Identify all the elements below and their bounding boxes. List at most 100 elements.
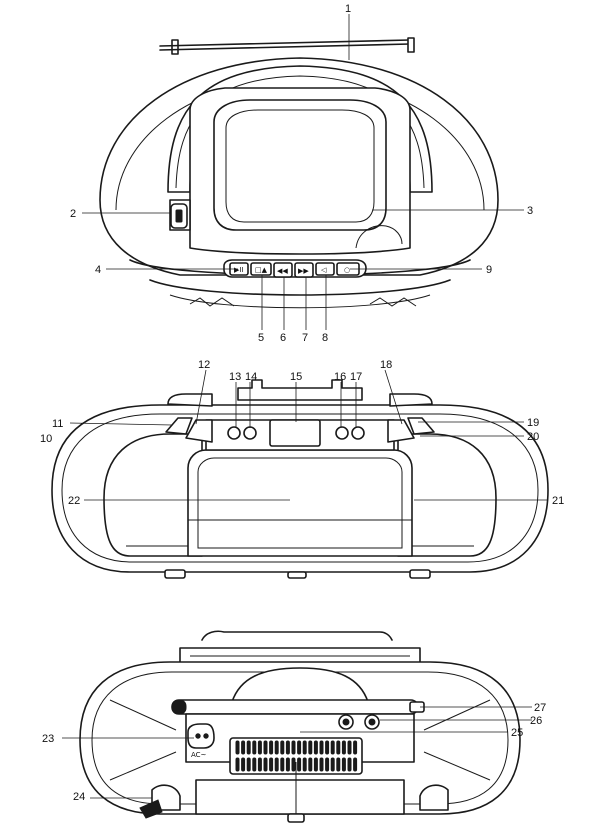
vent-slot [269,740,274,755]
vent-slot [308,757,313,772]
callout-13: 13 [229,371,241,383]
callout-17: 17 [350,371,362,383]
vent-slot [246,757,251,772]
vent-slot [252,757,257,772]
rear-jack-left[interactable] [338,714,354,730]
svg-text:◁: ◁ [321,266,327,274]
vent-slot [280,740,285,755]
ac-label: AC~ [191,751,207,759]
svg-text:□▲: □▲ [255,266,268,274]
vent-slot [263,757,268,772]
vent-slot [235,740,240,755]
vent-slot [330,740,335,755]
cassette-door[interactable] [187,449,413,557]
front-round-button-17[interactable] [351,426,365,440]
callout-3: 3 [527,205,533,217]
callout-18: 18 [380,359,392,371]
front-button-right-1[interactable] [387,419,415,443]
top-button-volume[interactable]: ◁ [315,262,335,276]
vent-slot [280,757,285,772]
callout-1: 1 [345,3,351,15]
antenna [159,37,415,55]
vent-slot [274,740,279,755]
top-view: ▶II □▲ ◀◀ ▶▶ ◁ ○ [82,14,524,330]
usb-slot[interactable] [170,203,188,229]
front-button-right-2[interactable] [407,417,435,435]
vent-slot [341,757,346,772]
vent-slot [347,740,352,755]
callout-20: 20 [527,431,539,443]
top-button-mode[interactable]: □▲ [250,262,272,276]
rear-jack-right[interactable] [364,714,380,730]
vent-slot [313,740,318,755]
vent-slot [235,757,240,772]
vent-slot [336,757,341,772]
callout-21: 21 [552,495,564,507]
svg-text:▶▶: ▶▶ [298,267,309,275]
callout-14: 14 [245,371,257,383]
front-view [51,369,549,579]
callout-4: 4 [95,264,101,276]
vent-slot [330,757,335,772]
vent-slot [319,757,324,772]
front-button-left-2[interactable] [185,419,213,443]
vent-slot [257,740,262,755]
callout-2: 2 [70,208,76,220]
vent-slot [269,757,274,772]
top-button-skip-back[interactable]: ◀◀ [273,262,293,278]
vent-slot [285,740,290,755]
callout-11: 11 [52,418,63,430]
callout-15: 15 [290,371,302,383]
svg-text:▶II: ▶II [234,266,244,274]
callout-6: 6 [280,332,286,344]
callout-8: 8 [322,332,328,344]
callout-5: 5 [258,332,264,344]
battery-door[interactable] [195,779,405,815]
vent-slot [241,757,246,772]
vent-slot [325,757,330,772]
callout-7: 7 [302,332,308,344]
vent-slot [308,740,313,755]
vent-slot [274,757,279,772]
vent-slot [341,740,346,755]
vent-slot [241,740,246,755]
callout-9: 9 [486,264,492,276]
callout-22: 22 [68,495,80,507]
vent-slot [319,740,324,755]
vent-slot [291,757,296,772]
vent-slot [257,757,262,772]
vent-slot [252,740,257,755]
front-round-button-14[interactable] [243,426,257,440]
front-round-button-16[interactable] [335,426,349,440]
vent-slot [313,757,318,772]
callout-10: 10 [40,433,52,445]
vent-slot [302,757,307,772]
vent-slot [263,740,268,755]
vent-slot [325,740,330,755]
vent-slot [336,740,341,755]
vent-slot [302,740,307,755]
front-button-left-1[interactable] [165,417,193,435]
vent-slot [285,757,290,772]
cd-lid [189,87,411,255]
callout-19: 19 [527,417,539,429]
svg-text:◀◀: ◀◀ [277,267,288,275]
back-view: AC~ [62,630,532,823]
lcd-display [269,419,321,447]
callout-labels: 1 2 3 4 5 6 7 8 9 10 11 12 13 14 15 16 1… [40,3,564,803]
ac-socket[interactable] [187,723,215,749]
callout-12: 12 [198,359,210,371]
vent-slot [297,757,302,772]
callout-23: 23 [42,733,54,745]
front-round-button-13[interactable] [227,426,241,440]
vent-slot [246,740,251,755]
svg-text:○: ○ [344,266,350,274]
vent-slot [291,740,296,755]
top-button-skip-forward[interactable]: ▶▶ [294,262,314,278]
callout-16: 16 [334,371,346,383]
callout-27: 27 [534,702,546,714]
vent-grille [229,737,363,775]
vent-slot [353,740,358,755]
callout-26: 26 [530,715,542,727]
